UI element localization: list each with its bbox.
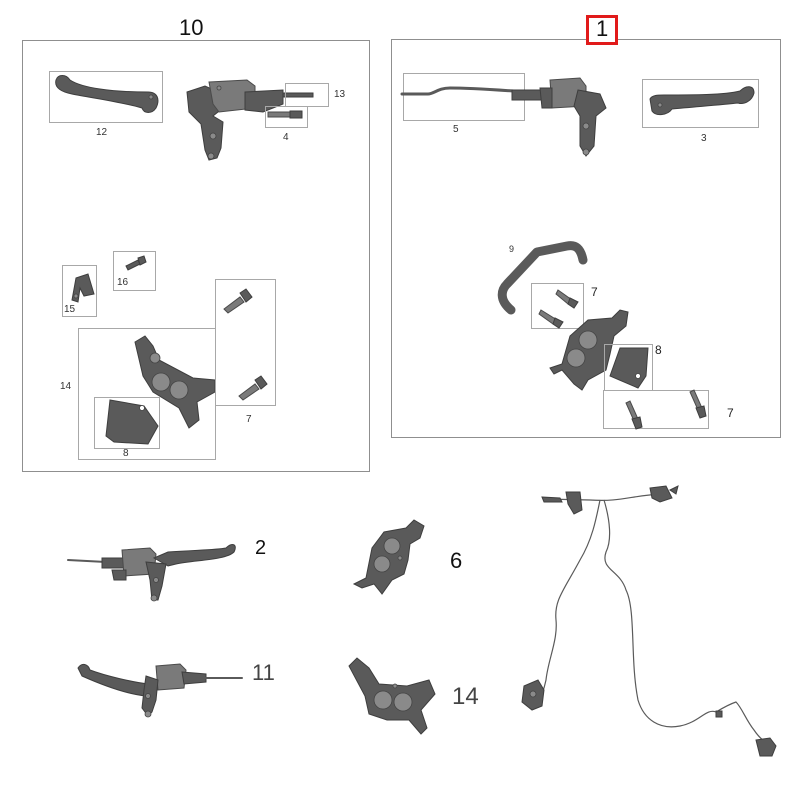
callout-9: 9 [509, 244, 515, 254]
group-1-highlight-box[interactable] [586, 15, 618, 45]
part-4-box[interactable] [265, 106, 308, 128]
callout-13: 13 [334, 89, 346, 100]
part-7-box[interactable] [215, 279, 276, 406]
hose-5-icon [400, 86, 530, 96]
bolt-7b-icon [238, 375, 268, 401]
bolt-7d-icon [538, 309, 564, 329]
callout-16: 16 [117, 277, 129, 288]
master-cylinder-right-2-icon[interactable] [66, 540, 238, 608]
master-cylinder-1-icon [511, 77, 607, 157]
callout-8: 8 [123, 448, 129, 459]
part-7-bottom-box[interactable] [603, 390, 709, 429]
part-12-box[interactable] [49, 71, 163, 123]
part-7-top-box[interactable] [531, 283, 584, 329]
callout-2: 2 [255, 537, 267, 559]
callout-14: 14 [60, 381, 72, 392]
bolt-7a-icon [223, 288, 253, 314]
brake-pad-8-icon [105, 399, 159, 445]
caliper-rear-14-icon[interactable] [347, 656, 439, 738]
part-15-box[interactable] [62, 265, 97, 317]
group-1-title: 1 [596, 16, 609, 41]
callout-8-g1: 8 [655, 343, 662, 357]
callout-7-top: 7 [591, 285, 598, 299]
callout-4: 4 [283, 132, 289, 143]
callout-15: 15 [64, 304, 76, 315]
callout-6: 6 [450, 548, 463, 573]
callout-12: 12 [96, 127, 108, 138]
caliper-1-icon [549, 309, 629, 391]
bolt-7f-icon [689, 389, 707, 419]
group-10-title: 10 [179, 15, 204, 40]
full-brake-system-icon[interactable] [520, 480, 780, 760]
callout-11: 11 [252, 660, 275, 685]
bolt-7e-icon [625, 400, 643, 430]
master-cylinder-left-11-icon[interactable] [76, 660, 244, 724]
bolt-7c-icon [555, 289, 579, 309]
callout-14-loose: 14 [452, 683, 479, 710]
callout-7: 7 [246, 414, 252, 425]
brake-pad-8-g1-icon [609, 347, 649, 389]
brake-line-9-icon [497, 241, 588, 315]
part-8-box[interactable] [94, 397, 160, 449]
caliper-14-icon [134, 335, 216, 429]
part-16-box[interactable] [113, 251, 156, 291]
callout-7-bottom: 7 [727, 406, 734, 420]
pin-4-icon [267, 110, 303, 119]
group-10-box[interactable] [22, 40, 370, 472]
bracket-15-icon [71, 273, 95, 303]
bolt-16-icon [125, 255, 147, 271]
lever-12-icon [55, 75, 159, 113]
callout-5: 5 [453, 124, 459, 135]
callout-3: 3 [701, 133, 707, 144]
caliper-front-6-icon[interactable] [352, 518, 432, 596]
part-13-box[interactable] [285, 83, 329, 107]
master-cylinder-10-icon [186, 79, 314, 161]
part-3-box[interactable] [642, 79, 759, 128]
lever-3-icon [649, 86, 755, 116]
